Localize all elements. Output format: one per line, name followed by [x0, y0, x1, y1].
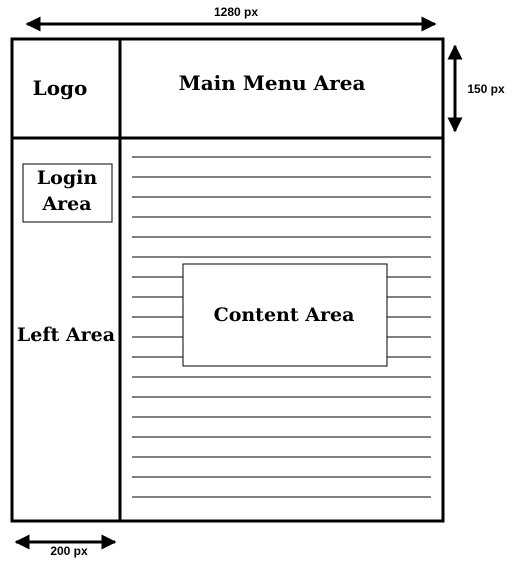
height-dimension-label: 150 px: [467, 82, 505, 96]
sidebar-width-dimension-label: 200 px: [50, 544, 88, 558]
width-dimension-label: 1280 px: [214, 5, 258, 19]
login-area-box: [22, 163, 113, 223]
page-frame: [10, 37, 445, 523]
content-area-box: [182, 263, 388, 367]
left-area-label: Left Area: [17, 324, 115, 346]
main-menu-label: Main Menu Area: [179, 71, 366, 95]
logo-label: Logo: [33, 76, 88, 100]
content-area-label: Content Area: [214, 304, 355, 326]
login-label-line2: Area: [41, 193, 91, 215]
login-label-line1: Login: [37, 167, 98, 189]
